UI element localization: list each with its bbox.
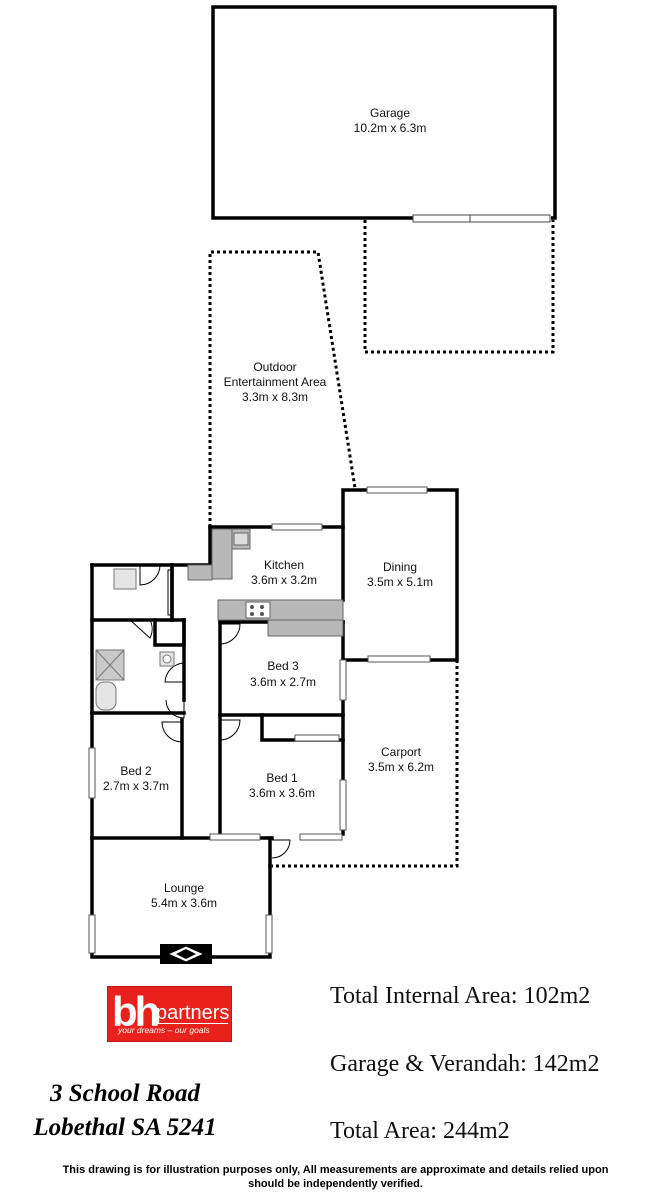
carport-name: Carport <box>381 745 422 759</box>
bed1-name: Bed 1 <box>266 771 298 785</box>
logo-bh-text: bh <box>112 988 160 1035</box>
logo-divider <box>156 1023 228 1024</box>
disclaimer-line-1: This drawing is for illustration purpose… <box>62 1164 609 1176</box>
carport-size: 3.5m x 6.2m <box>368 760 434 774</box>
disclaimer-line-2: should be independently verified. <box>248 1178 423 1190</box>
bed2-name: Bed 2 <box>120 764 152 778</box>
garage-name: Garage <box>370 106 410 120</box>
doors <box>129 564 291 859</box>
garage-size: 10.2m x 6.3m <box>354 121 427 135</box>
dotted-outlines <box>208 220 555 868</box>
garage-door <box>412 214 551 223</box>
bed3-name: Bed 3 <box>267 659 299 673</box>
bh-partners-logo: bh partners your dreams – our goals <box>107 986 232 1042</box>
outdoor-name-2: Entertainment Area <box>224 375 327 389</box>
disclaimer: This drawing is for illustration purpose… <box>0 1163 671 1191</box>
lounge-size: 5.4m x 3.6m <box>151 896 217 910</box>
lounge-name: Lounge <box>164 881 204 895</box>
address-line-1: 3 School Road <box>49 1080 201 1107</box>
bathroom-fixtures <box>95 568 175 711</box>
logo-partners-text: partners <box>156 1002 230 1024</box>
floor-plan: Garage 10.2m x 6.3m Outdoor Entertainmen… <box>88 5 557 964</box>
garage-verandah-area: Garage & Verandah: 142m2 <box>330 1051 600 1077</box>
outdoor-size: 3.3m x 8.3m <box>242 390 308 404</box>
logo-tagline: your dreams – our goals <box>118 1025 210 1035</box>
garage-walls <box>211 5 557 220</box>
address-line-2: Lobethal SA 5241 <box>33 1114 217 1141</box>
outdoor-name: Outdoor <box>253 360 296 374</box>
dining-size: 3.5m x 5.1m <box>367 575 433 589</box>
bed1-size: 3.6m x 3.6m <box>249 786 315 800</box>
kitchen-name: Kitchen <box>264 558 304 572</box>
dining-name: Dining <box>383 560 417 574</box>
fireplace <box>160 944 212 964</box>
total-internal-area: Total Internal Area: 102m2 <box>330 983 591 1009</box>
kitchen-fixtures <box>187 528 344 637</box>
kitchen-size: 3.6m x 3.2m <box>251 573 317 587</box>
total-area: Total Area: 244m2 <box>330 1118 510 1144</box>
bed2-size: 2.7m x 3.7m <box>103 779 169 793</box>
bed3-size: 3.6m x 2.7m <box>250 675 316 689</box>
windows <box>88 486 431 954</box>
